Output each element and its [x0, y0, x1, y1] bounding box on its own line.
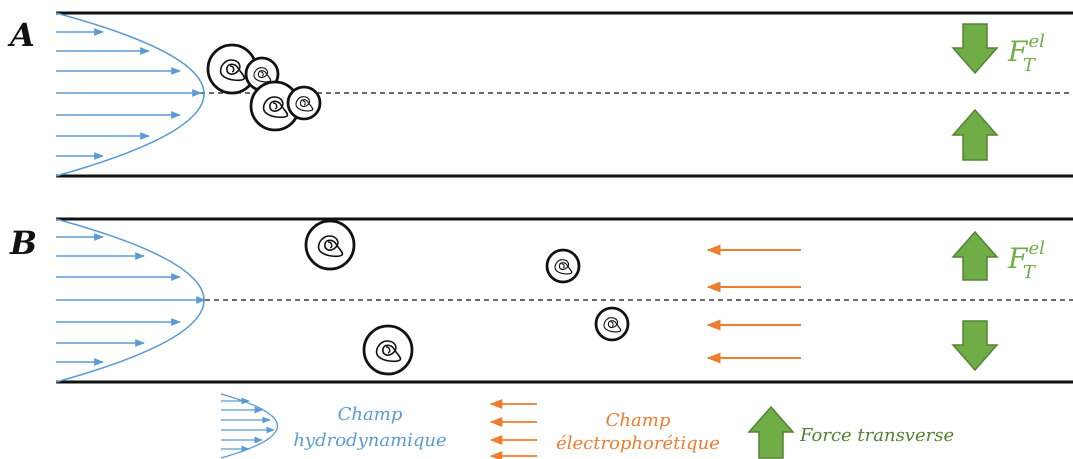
panel-b-label: B — [9, 224, 37, 262]
legend: Champ hydrodynamique Champ électrophorét… — [220, 393, 954, 459]
particle — [304, 219, 356, 271]
panel-a: A — [7, 11, 1073, 178]
force-arrow-down-icon — [951, 23, 999, 75]
legend-force-label: Force transverse — [799, 425, 954, 446]
legend-force-item: Force transverse — [747, 405, 954, 459]
force-arrow-up-icon — [951, 108, 999, 161]
particle — [594, 306, 630, 342]
particle — [545, 248, 581, 284]
parabolic-profile-curve — [55, 12, 205, 177]
legend-electro-label-line1: Champ — [606, 410, 671, 431]
force-arrow-down-icon — [951, 320, 999, 372]
flow-profile-icon — [220, 393, 279, 459]
legend-electro-item: Champ électrophorétique — [489, 398, 720, 459]
force-arrow-up-icon — [951, 230, 999, 281]
legend-electro-label-line2: électrophorétique — [556, 433, 720, 454]
force-arrow-up-icon — [747, 405, 795, 459]
electrophoretic-field-arrows — [706, 244, 801, 364]
flow-profile-a — [55, 12, 205, 177]
legend-hydro-label-line2: hydrodynamique — [293, 430, 446, 451]
legend-hydro-item: Champ hydrodynamique — [220, 393, 447, 459]
force-arrows-b — [951, 230, 999, 372]
legend-hydro-label-line1: Champ — [338, 404, 403, 425]
electro-arrows-icon — [489, 398, 537, 459]
flow-profile-b — [55, 218, 206, 383]
particle — [362, 324, 414, 376]
panel-a-label: A — [7, 16, 35, 54]
particle — [286, 85, 322, 121]
panel-b: B — [9, 217, 1073, 384]
particle-cluster-a — [206, 43, 322, 132]
particles-b — [304, 219, 630, 376]
force-arrows-a — [951, 23, 999, 161]
